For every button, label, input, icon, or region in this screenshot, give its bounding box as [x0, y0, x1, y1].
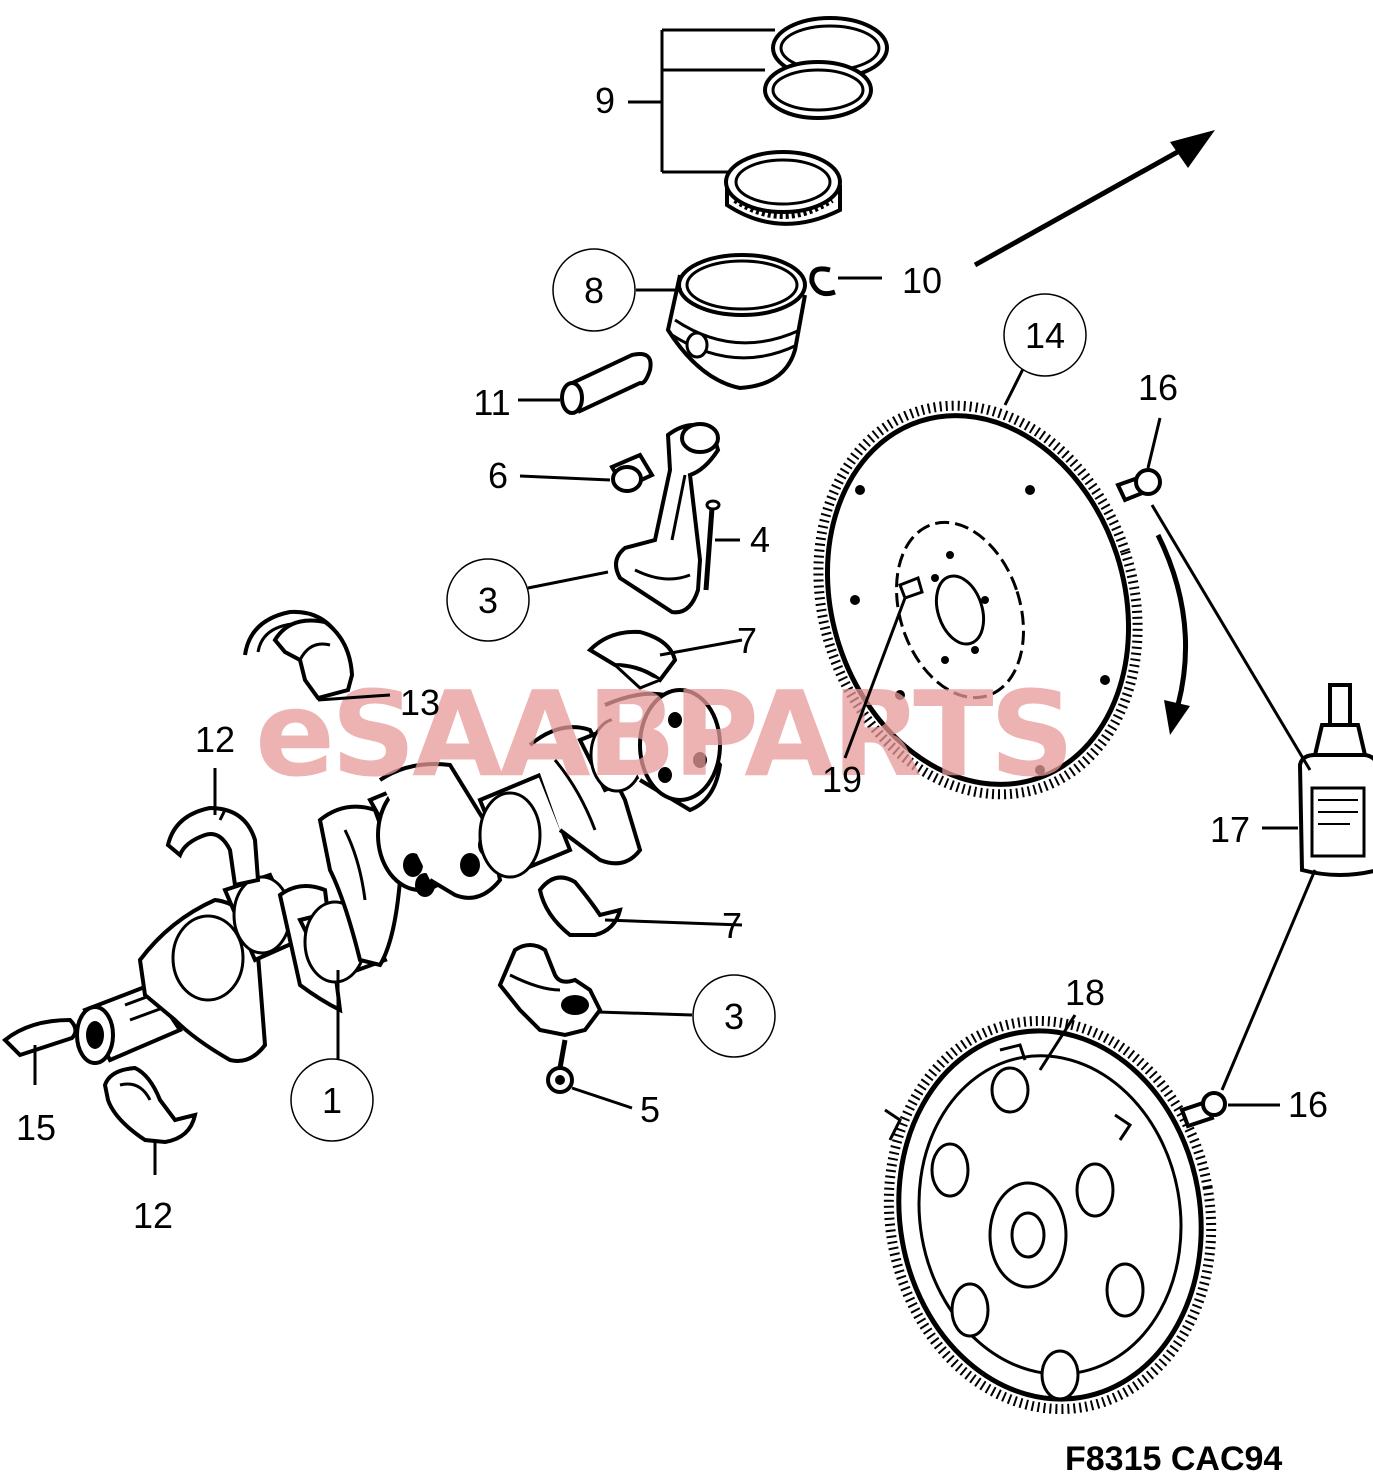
callout-7-lower: 7	[722, 905, 742, 946]
callout-16-lower: 16	[1288, 1084, 1328, 1125]
callout-4: 4	[750, 519, 770, 560]
woodruff-key	[2, 1017, 78, 1058]
callout-circles	[290, 248, 1087, 1142]
conrod-bearing-shell-lower	[537, 875, 623, 937]
callout-10: 10	[902, 260, 942, 301]
bottle-leader-lines	[1150, 504, 1317, 1091]
callout-17: 17	[1210, 809, 1250, 850]
callout-13: 13	[400, 682, 440, 723]
callout-12-lower: 12	[133, 1195, 173, 1236]
callout-9: 9	[595, 80, 615, 121]
callout-9-leader	[628, 28, 775, 174]
callout-11: 11	[473, 382, 510, 423]
callout-19: 19	[822, 759, 862, 800]
callout-1: 1	[322, 1080, 342, 1121]
callout-3-rod: 3	[478, 580, 498, 621]
callout-16-upper: 16	[1138, 367, 1178, 408]
callout-5: 5	[640, 1089, 660, 1130]
callout-18: 18	[1065, 972, 1105, 1013]
piston-rings	[724, 16, 889, 226]
piston-pin-clip	[809, 266, 836, 297]
callout-15: 15	[16, 1107, 56, 1148]
flexplate-bolt-lower	[1179, 1091, 1227, 1129]
flexplate	[883, 1015, 1217, 1415]
crankshaft	[75, 688, 723, 1065]
rod-nut	[546, 1039, 574, 1094]
rotation-arrow-icon	[1155, 533, 1190, 735]
piston-pin	[560, 352, 653, 415]
small-end-bushing	[609, 452, 655, 493]
callout-8: 8	[584, 270, 604, 311]
connecting-rod-cap	[497, 943, 603, 1038]
piston	[665, 253, 807, 391]
callout-3-cap: 3	[724, 996, 744, 1037]
thrust-bearing-shells	[243, 609, 355, 701]
connecting-rod	[614, 422, 721, 615]
callout-7-upper: 7	[737, 620, 757, 661]
main-bearing-shell-upper	[165, 805, 261, 888]
callout-14: 14	[1025, 315, 1065, 356]
threadlocker-bottle	[1297, 683, 1373, 877]
callout-6: 6	[488, 455, 508, 496]
conrod-bearing-shell-upper	[586, 629, 678, 690]
main-bearing-shell-lower	[102, 1065, 198, 1145]
watermark: eSAABPARTS	[255, 665, 1071, 803]
direction-arrow-icon	[973, 130, 1215, 268]
callout-leaders	[33, 276, 1298, 1175]
flywheel	[813, 400, 1143, 800]
callout-12-upper: 12	[195, 719, 235, 760]
flywheel-bolt-upper	[1115, 468, 1162, 503]
figure-code: F8315 CAC94	[1065, 1440, 1282, 1478]
